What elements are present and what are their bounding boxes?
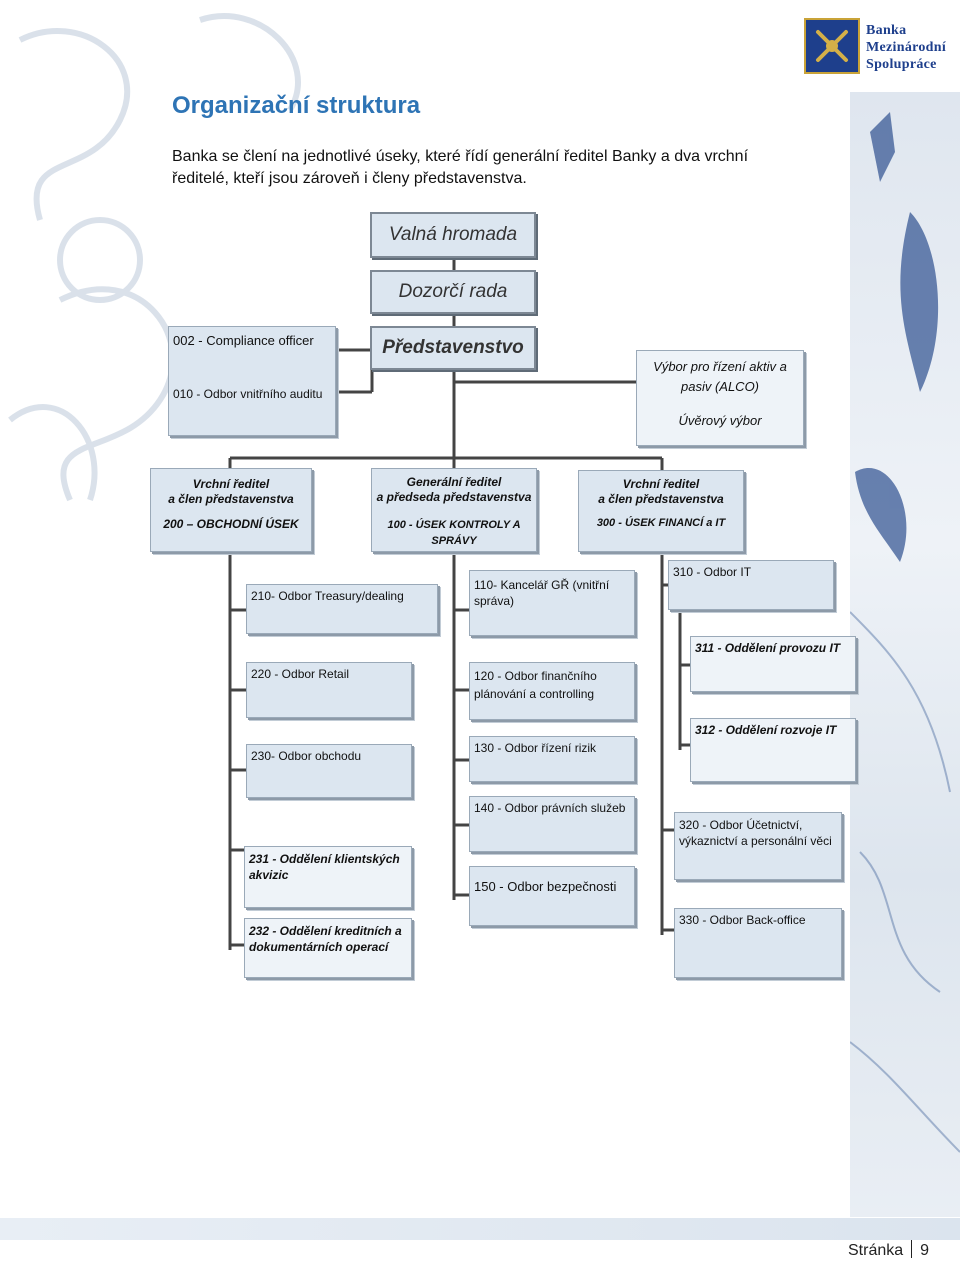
unit-320-label: 320 - Odbor Účetnictví, výkaznictví a pe… <box>679 818 832 848</box>
predstavenstvo-label: Představenstvo <box>382 337 524 358</box>
footer-band <box>0 1218 960 1240</box>
bank-logo-icon <box>804 18 860 74</box>
unit-312-box: 312 - Oddělení rozvoje IT <box>690 718 856 782</box>
background-ornament <box>8 13 301 502</box>
unit-130-box: 130 - Odbor řízení rizik <box>469 736 635 782</box>
page-title: Organizační struktura <box>172 92 421 119</box>
unit-312-label: 312 - Oddělení rozvoje IT <box>695 723 837 737</box>
left-director-box: Vrchní ředitel a člen představenstva 200… <box>150 468 312 552</box>
center-director-role: Generální ředitel a předseda představens… <box>376 475 532 504</box>
unit-220-label: 220 - Odbor Retail <box>251 667 350 681</box>
center-director-box: Generální ředitel a předseda představens… <box>371 468 537 552</box>
page-separator <box>911 1240 913 1258</box>
right-director-unit: 300 - ÚSEK FINANCÍ a IT <box>596 517 726 529</box>
unit-310-box: 310 - Odbor IT <box>668 560 834 610</box>
committees-box: Výbor pro řízení aktiv a pasiv (ALCO) Úv… <box>636 350 804 446</box>
unit-330-box: 330 - Odbor Back-office <box>674 908 842 978</box>
audit-label: 010 - Odbor vnitřního auditu <box>173 387 323 401</box>
unit-110-box: 110- Kancelář GŘ (vnitřní správa) <box>469 570 635 636</box>
bank-name-line: Mezinárodní <box>866 40 947 55</box>
unit-232-box: 232 - Oddělení kreditních a dokumentární… <box>244 918 412 978</box>
alco-label: Výbor pro řízení aktiv a pasiv (ALCO) <box>653 359 787 394</box>
intro-paragraph: Banka se člení na jednotlivé úseky, kter… <box>172 148 749 187</box>
valna-hromada-label: Valná hromada <box>388 224 518 245</box>
unit-230-box: 230- Odbor obchodu <box>246 744 412 798</box>
page-number: Stránka 9 <box>848 1240 929 1260</box>
unit-210-label: 210- Odbor Treasury/dealing <box>251 589 404 603</box>
bank-name-line: Spolupráce <box>866 57 937 72</box>
unit-220-box: 220 - Odbor Retail <box>246 662 412 718</box>
left-director-unit: 200 – OBCHODNÍ ÚSEK <box>163 517 299 531</box>
left-director-role: Vrchní ředitel a člen představenstva <box>168 477 294 506</box>
unit-311-box: 311 - Oddělení provozu IT <box>690 636 856 692</box>
unit-231-box: 231 - Oddělení klientských akvizic <box>244 846 412 908</box>
center-director-unit: 100 - ÚSEK KONTROLY A SPRÁVY <box>387 519 521 547</box>
unit-150-label: 150 - Odbor bezpečnosti <box>474 879 617 894</box>
unit-311-label: 311 - Oddělení provozu IT <box>695 641 841 655</box>
page-label: Stránka <box>848 1242 904 1259</box>
unit-320-box: 320 - Odbor Účetnictví, výkaznictví a pe… <box>674 812 842 880</box>
unit-130-label: 130 - Odbor řízení rizik <box>474 741 597 755</box>
unit-120-box: 120 - Odbor finančního plánování a contr… <box>469 662 635 720</box>
dozorci-rada-label: Dozorčí rada <box>398 281 508 302</box>
compliance-label: 002 - Compliance officer <box>173 333 314 348</box>
compliance-audit-box: 002 - Compliance officer 010 - Odbor vni… <box>168 326 336 436</box>
right-director-role: Vrchní ředitel a člen představenstva <box>598 477 724 506</box>
page-value: 9 <box>920 1242 930 1259</box>
unit-210-box: 210- Odbor Treasury/dealing <box>246 584 438 634</box>
unit-231-label: 231 - Oddělení klientských akvizic <box>249 852 400 882</box>
unit-110-label: 110- Kancelář GŘ (vnitřní správa) <box>474 578 610 608</box>
right-director-box: Vrchní ředitel a člen představenstva 300… <box>578 470 744 552</box>
unit-310-label: 310 - Odbor IT <box>673 565 752 579</box>
valna-hromada-box: Valná hromada <box>370 212 536 258</box>
map-decoration <box>850 92 960 1217</box>
dozorci-rada-box: Dozorčí rada <box>370 270 536 314</box>
unit-140-label: 140 - Odbor právních služeb <box>474 801 626 815</box>
predstavenstvo-box: Představenstvo <box>370 326 536 370</box>
unit-120-label: 120 - Odbor finančního plánování a contr… <box>474 669 597 701</box>
bank-name: Banka Mezinárodní Spolupráce <box>866 22 946 73</box>
unit-140-box: 140 - Odbor právních služeb <box>469 796 635 852</box>
bank-name-line: Banka <box>866 23 907 38</box>
unit-150-box: 150 - Odbor bezpečnosti <box>469 866 635 926</box>
unit-230-label: 230- Odbor obchodu <box>251 749 362 763</box>
uverovy-label: Úvěrový výbor <box>678 413 762 428</box>
unit-330-label: 330 - Odbor Back-office <box>679 913 806 927</box>
unit-232-label: 232 - Oddělení kreditních a dokumentární… <box>249 924 402 954</box>
